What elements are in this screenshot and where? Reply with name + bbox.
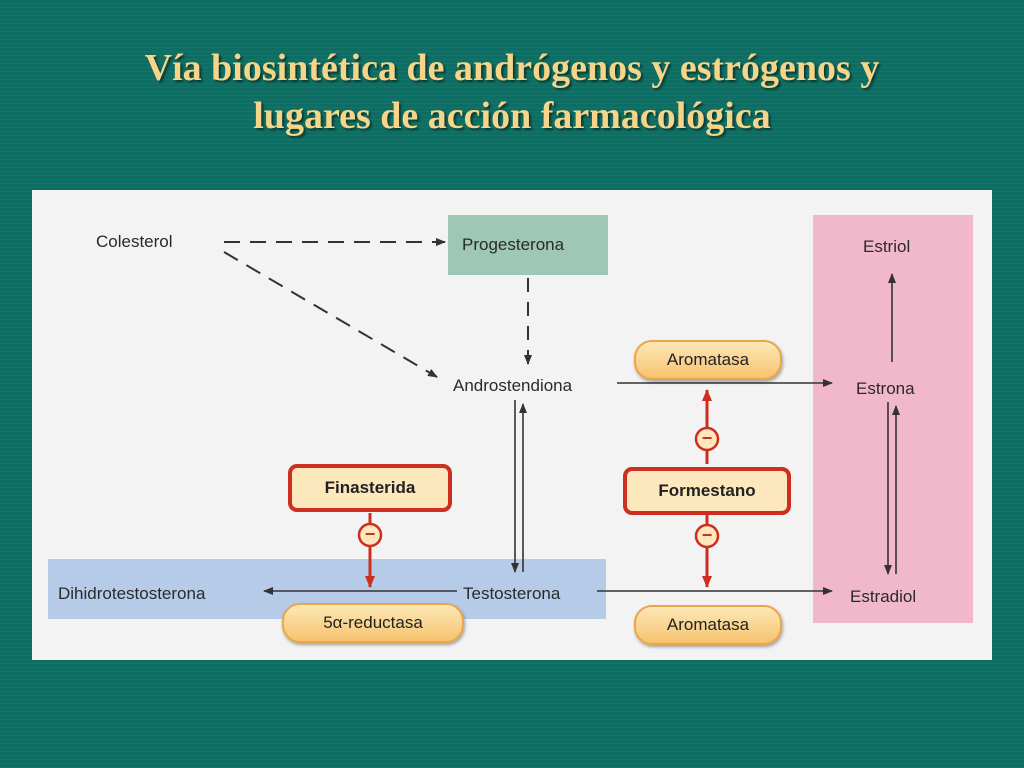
drug-finasterida: Finasterida	[288, 464, 452, 512]
enzyme-aromatasa-bottom: Aromatasa	[634, 605, 782, 645]
title-line-1: Vía biosintética de andrógenos y estróge…	[144, 47, 880, 89]
node-estrona: Estrona	[856, 379, 915, 398]
enzyme-5a-reductasa: 5α-reductasa	[282, 603, 464, 643]
diagram-panel: − − − Colesterol Progesterona Androstend…	[32, 190, 992, 660]
enzyme-aromatasa-top: Aromatasa	[634, 340, 782, 380]
drug-formestano: Formestano	[623, 467, 791, 515]
pathway-arrows: − − −	[223, 238, 900, 595]
node-estriol: Estriol	[863, 237, 911, 256]
node-testosterona: Testosterona	[463, 584, 561, 603]
arrow-colesterol-androstendiona	[223, 251, 438, 378]
inhibition-symbol: −	[702, 525, 713, 545]
node-dihidrotestosterona: Dihidrotestosterona	[58, 584, 206, 603]
inhibition-symbol: −	[702, 428, 713, 448]
title-line-2: lugares de acción farmacológica	[253, 95, 771, 137]
inhibition-circle-formestano-bottom: −	[694, 523, 720, 549]
estrogen-band	[813, 215, 973, 623]
node-androstendiona: Androstendiona	[453, 376, 573, 395]
slide-title: Vía biosintética de andrógenos y estróge…	[0, 44, 1024, 140]
inhibition-circle-finasterida: −	[357, 522, 383, 548]
node-colesterol: Colesterol	[96, 232, 173, 251]
inhibition-circle-formestano-top: −	[694, 426, 720, 452]
inhibition-symbol: −	[365, 524, 376, 544]
node-progesterona: Progesterona	[462, 235, 565, 254]
node-estradiol: Estradiol	[850, 587, 917, 606]
progesterona-band	[448, 215, 608, 275]
